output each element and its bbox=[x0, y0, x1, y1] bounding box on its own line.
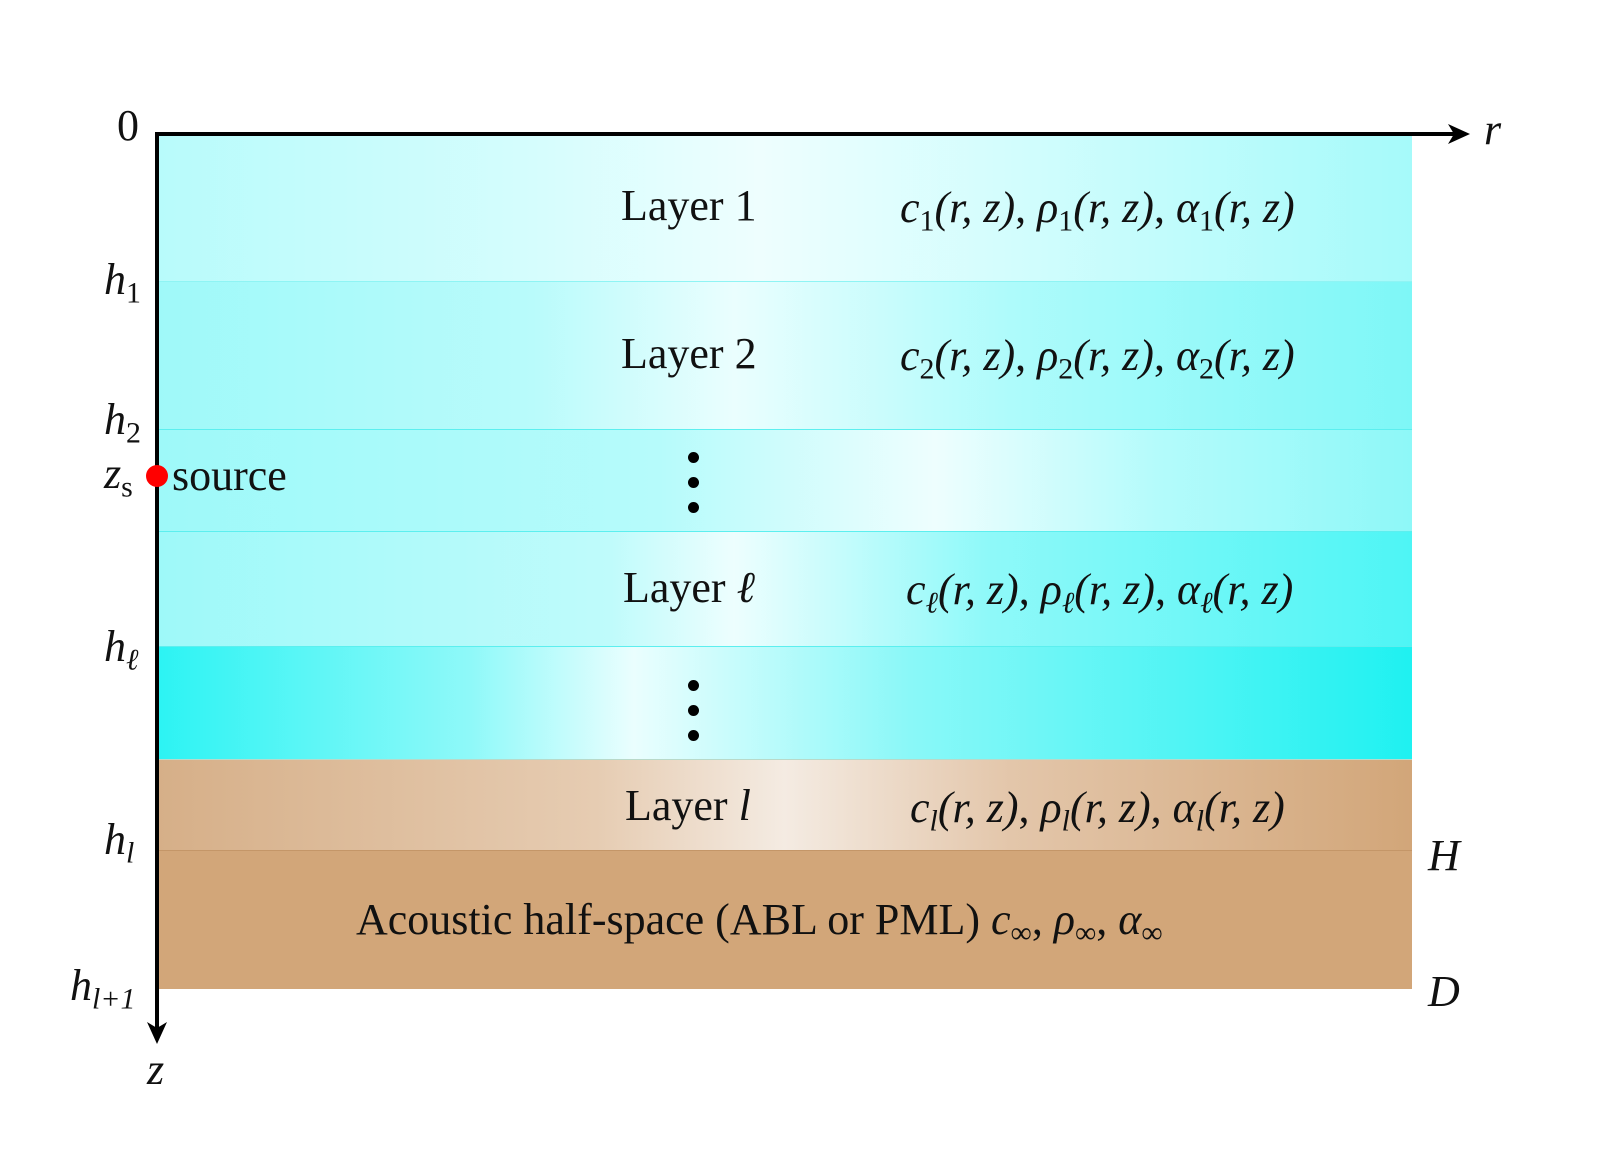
z-axis-arrowhead bbox=[147, 1022, 167, 1044]
depth-label-hell: hℓ bbox=[104, 622, 139, 677]
layer-l-name: Layer l bbox=[625, 781, 751, 830]
interface-h1 bbox=[157, 281, 1412, 282]
right-label-D: D bbox=[1428, 967, 1460, 1016]
source-dot bbox=[146, 465, 168, 487]
halfspace-band bbox=[157, 851, 1412, 989]
interface-hl bbox=[157, 850, 1412, 851]
interface-hell bbox=[157, 646, 1412, 647]
layer-ell-name: Layer ℓ bbox=[623, 563, 755, 612]
depth-label-h1: h1 bbox=[104, 255, 141, 310]
interface-dots bbox=[157, 531, 1412, 532]
layer-1-name: Layer 1 bbox=[621, 181, 757, 230]
layer-1-band bbox=[157, 134, 1412, 282]
depth-label-hl1: hl+1 bbox=[70, 961, 136, 1016]
r-axis-arrowhead bbox=[1448, 124, 1470, 144]
layer-2-name: Layer 2 bbox=[621, 329, 757, 378]
layer-dots-2-band bbox=[157, 647, 1412, 760]
interface-h2 bbox=[157, 429, 1412, 430]
layer-2-band bbox=[157, 282, 1412, 430]
layer-1-properties: c1(r, z), ρ1(r, z), α1(r, z) bbox=[900, 183, 1295, 238]
halfspace-label: Acoustic half-space (ABL or PML) c∞, ρ∞,… bbox=[356, 895, 1163, 950]
layer-ell-band bbox=[157, 532, 1412, 647]
origin-label: 0 bbox=[117, 101, 139, 150]
r-axis-label: r bbox=[1484, 105, 1502, 154]
vertical-ellipsis-2 bbox=[688, 680, 702, 755]
depth-label-h2: h2 bbox=[104, 395, 141, 450]
depth-label-zs: zs bbox=[104, 449, 133, 504]
layer-2-properties: c2(r, z), ρ2(r, z), α2(r, z) bbox=[900, 331, 1295, 386]
z-axis-label: z bbox=[147, 1045, 165, 1094]
depth-label-hl: hl bbox=[104, 815, 135, 870]
vertical-ellipsis-1 bbox=[688, 452, 702, 527]
source-label: source bbox=[172, 451, 287, 500]
layer-l-sediment-band bbox=[157, 760, 1412, 851]
right-label-H: H bbox=[1428, 831, 1460, 880]
layer-l-properties: cl(r, z), ρl(r, z), αl(r, z) bbox=[910, 783, 1285, 838]
layer-dots-1-band bbox=[157, 430, 1412, 532]
interface-water-sediment bbox=[157, 759, 1412, 760]
layer-ell-properties: cℓ(r, z), ρℓ(r, z), αℓ(r, z) bbox=[906, 565, 1294, 620]
